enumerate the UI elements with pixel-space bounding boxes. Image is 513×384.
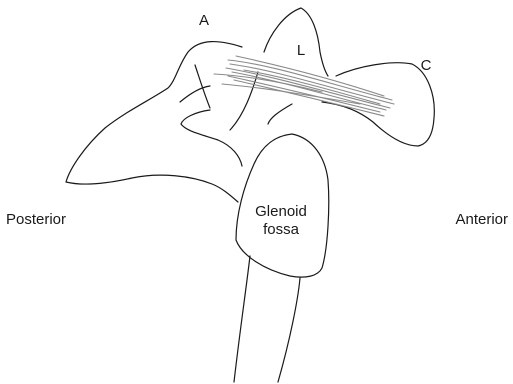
ligament-label: L (297, 42, 305, 59)
acromion-label: A (199, 12, 209, 29)
anterior-label: Anterior (455, 211, 508, 228)
glenoid-label-line1: Glenoid (255, 203, 307, 220)
coracoid-label: C (421, 57, 432, 74)
glenoid-label-line2: fossa (263, 221, 300, 238)
posterior-label: Posterior (6, 211, 66, 228)
scapular-neck-outline (234, 256, 300, 382)
coracoacromial-ligament (214, 56, 394, 116)
acromion-outline (66, 42, 242, 202)
